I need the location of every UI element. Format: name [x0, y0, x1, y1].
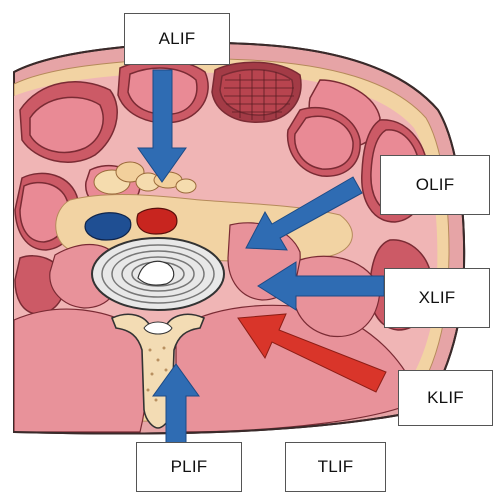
aorta — [137, 208, 177, 234]
label-plif: PLIF — [136, 442, 242, 492]
label-klif: KLIF — [398, 370, 493, 426]
label-alif: ALIF — [124, 13, 230, 65]
label-olif: OLIF — [380, 155, 490, 215]
label-xlif: XLIF — [384, 268, 490, 328]
label-tlif: TLIF — [285, 442, 386, 492]
vena-cava — [85, 213, 131, 240]
